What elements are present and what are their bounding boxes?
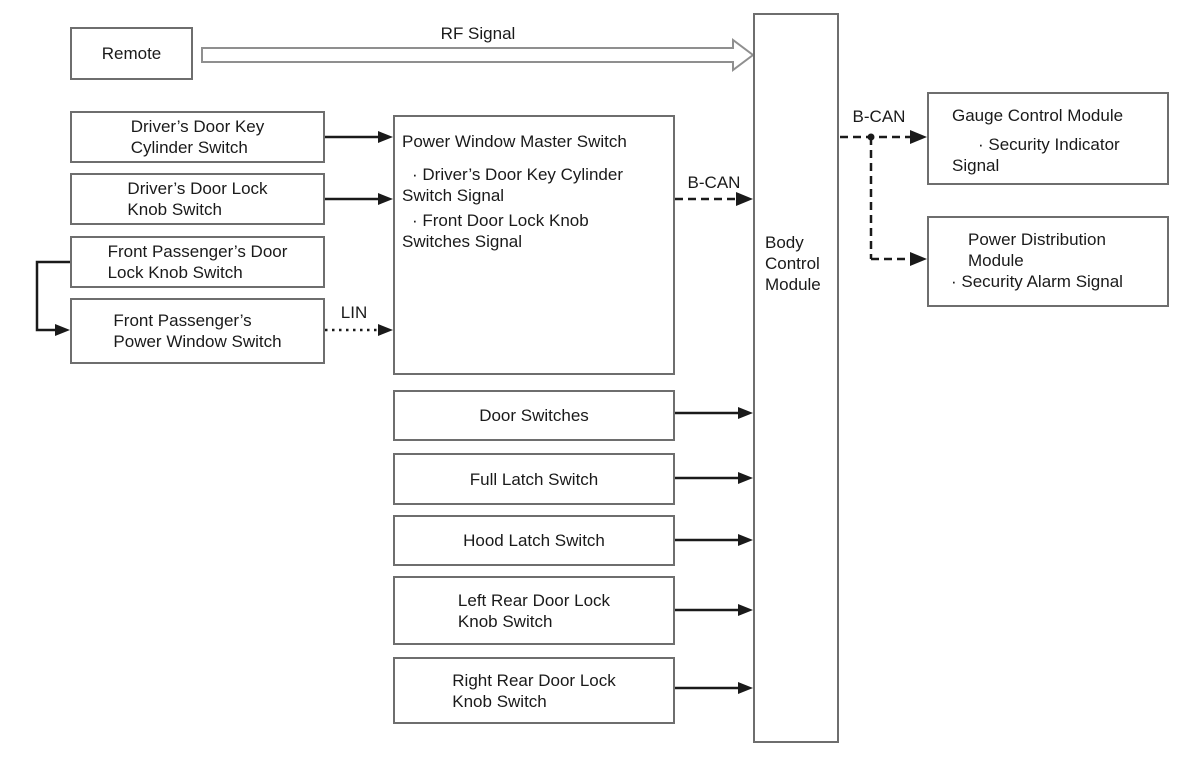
box-front-passenger-door-lock-knob-switch: Front Passenger’s Door Lock Knob Switch: [70, 236, 325, 288]
rf-signal-label: RF Signal: [440, 24, 516, 43]
box-left-rear-door-lock-knob-switch: Left Rear Door Lock Knob Switch: [393, 576, 675, 645]
lin-label: LIN: [340, 303, 368, 322]
arrow-full-latch-to-bcm: [675, 472, 753, 484]
pwms-bullet-key-cylinder-signal: · Driver’s Door Key Cylinder Switch Sign…: [402, 165, 623, 205]
box-power-distribution-module: Power Distribution Module · Security Ala…: [927, 216, 1169, 307]
arrow-door-switches-to-bcm: [675, 407, 753, 419]
box-hood-latch-switch: Hood Latch Switch: [393, 515, 675, 566]
box-body-control-module-label: Body Control Module: [765, 233, 821, 294]
arrow-lin-to-pwms: [325, 324, 393, 336]
gauge-bullet-security-indicator-signal: · Security Indicator Signal: [952, 135, 1120, 175]
box-gauge-control-module-title: Gauge Control Module: [952, 106, 1124, 125]
arrow-key-cylinder-to-pwms: [325, 131, 393, 143]
arrow-lock-knob-to-pwms: [325, 193, 393, 205]
box-left-rear-door-lock-knob-switch-label: Left Rear Door Lock Knob Switch: [457, 590, 611, 631]
box-driver-door-key-cylinder-switch: Driver’s Door Key Cylinder Switch: [70, 111, 325, 163]
box-power-distribution-module-title: Power Distribution Module: [968, 230, 1106, 270]
box-remote: Remote: [70, 27, 193, 80]
arrow-bcan-bcm-to-modules: [840, 130, 927, 266]
box-door-switches-label: Door Switches: [479, 406, 589, 425]
bcan-label-left: B-CAN: [687, 173, 741, 192]
box-front-passenger-door-lock-knob-switch-label: Front Passenger’s Door Lock Knob Switch: [107, 242, 288, 282]
box-body-control-module: Body Control Module: [753, 13, 839, 743]
arrow-hood-latch-to-bcm: [675, 534, 753, 546]
arrow-right-rear-to-bcm: [675, 682, 753, 694]
box-power-window-master-switch-title: Power Window Master Switch: [402, 132, 627, 151]
box-gauge-control-module: Gauge Control Module · Security Indicato…: [927, 92, 1169, 185]
box-right-rear-door-lock-knob-switch: Right Rear Door Lock Knob Switch: [393, 657, 675, 724]
box-right-rear-door-lock-knob-switch-label: Right Rear Door Lock Knob Switch: [452, 670, 616, 711]
pdm-bullet-security-alarm-signal: · Security Alarm Signal: [951, 272, 1123, 291]
box-driver-door-lock-knob-switch: Driver’s Door Lock Knob Switch: [70, 173, 325, 225]
box-full-latch-switch: Full Latch Switch: [393, 453, 675, 505]
arrow-bcan-pwms-to-bcm: [675, 192, 753, 206]
box-power-window-master-switch: Power Window Master Switch · Driver’s Do…: [393, 115, 675, 375]
bcan-label-right: B-CAN: [852, 107, 906, 126]
rf-signal-arrow: [201, 38, 755, 72]
box-full-latch-switch-label: Full Latch Switch: [469, 469, 599, 489]
arrow-left-rear-to-bcm: [675, 604, 753, 616]
box-driver-door-lock-knob-switch-label: Driver’s Door Lock Knob Switch: [127, 179, 268, 219]
box-remote-label: Remote: [101, 44, 162, 63]
arrow-fp-lock-to-fp-window: [35, 260, 70, 336]
box-door-switches: Door Switches: [393, 390, 675, 441]
box-front-passenger-power-window-switch-label: Front Passenger’s Power Window Switch: [113, 311, 282, 351]
box-front-passenger-power-window-switch: Front Passenger’s Power Window Switch: [70, 298, 325, 364]
pwms-bullet-lock-knob-signal: · Front Door Lock Knob Switches Signal: [402, 211, 589, 251]
box-hood-latch-switch-label: Hood Latch Switch: [463, 531, 605, 550]
box-driver-door-key-cylinder-switch-label: Driver’s Door Key Cylinder Switch: [130, 117, 265, 157]
